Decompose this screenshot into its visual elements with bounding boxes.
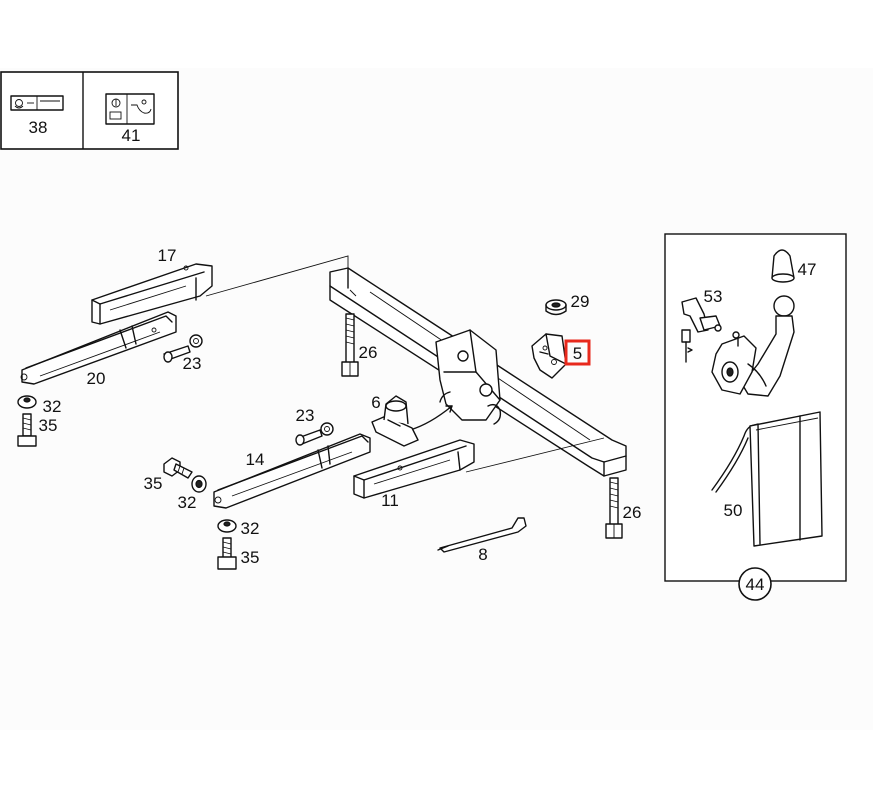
part-14-rail xyxy=(213,433,371,509)
label-26-right: 26 xyxy=(623,503,642,522)
ball-neck-assembly xyxy=(711,295,795,397)
part-32-washer-left xyxy=(17,395,37,409)
label-11: 11 xyxy=(381,491,399,510)
label-47: 47 xyxy=(798,260,817,279)
part-26-bolt-left xyxy=(341,313,359,377)
legend-cell1-icon xyxy=(10,95,64,111)
part-6-bracket xyxy=(371,395,419,447)
label-20: 20 xyxy=(87,369,106,388)
legend-cell2-number: 41 xyxy=(122,126,141,145)
label-53: 53 xyxy=(704,287,723,306)
label-32-low: 32 xyxy=(241,519,260,538)
part-23-eyebolt-lower xyxy=(295,422,334,446)
highlight-box-part-5 xyxy=(564,339,591,366)
label-23-upper: 23 xyxy=(183,354,202,373)
leader-11 xyxy=(465,437,605,473)
label-50: 50 xyxy=(724,501,743,520)
leader-17 xyxy=(205,255,349,297)
part-26-bolt-right xyxy=(605,477,623,539)
part-23-eyebolt-upper xyxy=(163,334,203,363)
label-17: 17 xyxy=(158,246,177,265)
legend-box: 38 41 xyxy=(0,71,179,150)
part-47-ball-cap xyxy=(771,249,795,283)
main-crossbeam xyxy=(329,267,627,477)
part-29-spacer xyxy=(545,299,567,316)
detail-box-44 xyxy=(664,233,847,601)
label-8: 8 xyxy=(478,545,487,564)
circle-44 xyxy=(738,567,772,601)
part-53-lock-key xyxy=(681,297,722,363)
part-50-pouch xyxy=(711,411,823,547)
part-35-bolt-low xyxy=(217,537,237,570)
label-23-lower: 23 xyxy=(296,406,315,425)
label-35-mid: 35 xyxy=(144,474,163,493)
legend-cell1-number: 38 xyxy=(29,118,48,137)
label-32-mid: 32 xyxy=(178,493,197,512)
label-14: 14 xyxy=(246,450,265,469)
label-6: 6 xyxy=(371,393,380,412)
label-29: 29 xyxy=(571,292,590,311)
label-32-left: 32 xyxy=(43,397,62,416)
part-8-pin xyxy=(437,517,527,553)
legend-cell2-icon xyxy=(105,93,155,125)
part-11-arm xyxy=(353,439,475,499)
part-35-bolt-mid xyxy=(163,457,193,479)
part-35-bolt-left xyxy=(17,413,37,447)
part-17-arm xyxy=(91,263,213,325)
part-5-bracket xyxy=(531,333,567,379)
label-35-left: 35 xyxy=(39,416,58,435)
part-32-washer-mid xyxy=(191,475,207,493)
label-44: 44 xyxy=(746,575,765,594)
part-32-washer-low xyxy=(217,519,237,533)
label-5: 5 xyxy=(573,344,582,363)
label-26-left: 26 xyxy=(359,343,378,362)
label-35-low: 35 xyxy=(241,548,260,567)
part-20-rail xyxy=(20,311,177,385)
